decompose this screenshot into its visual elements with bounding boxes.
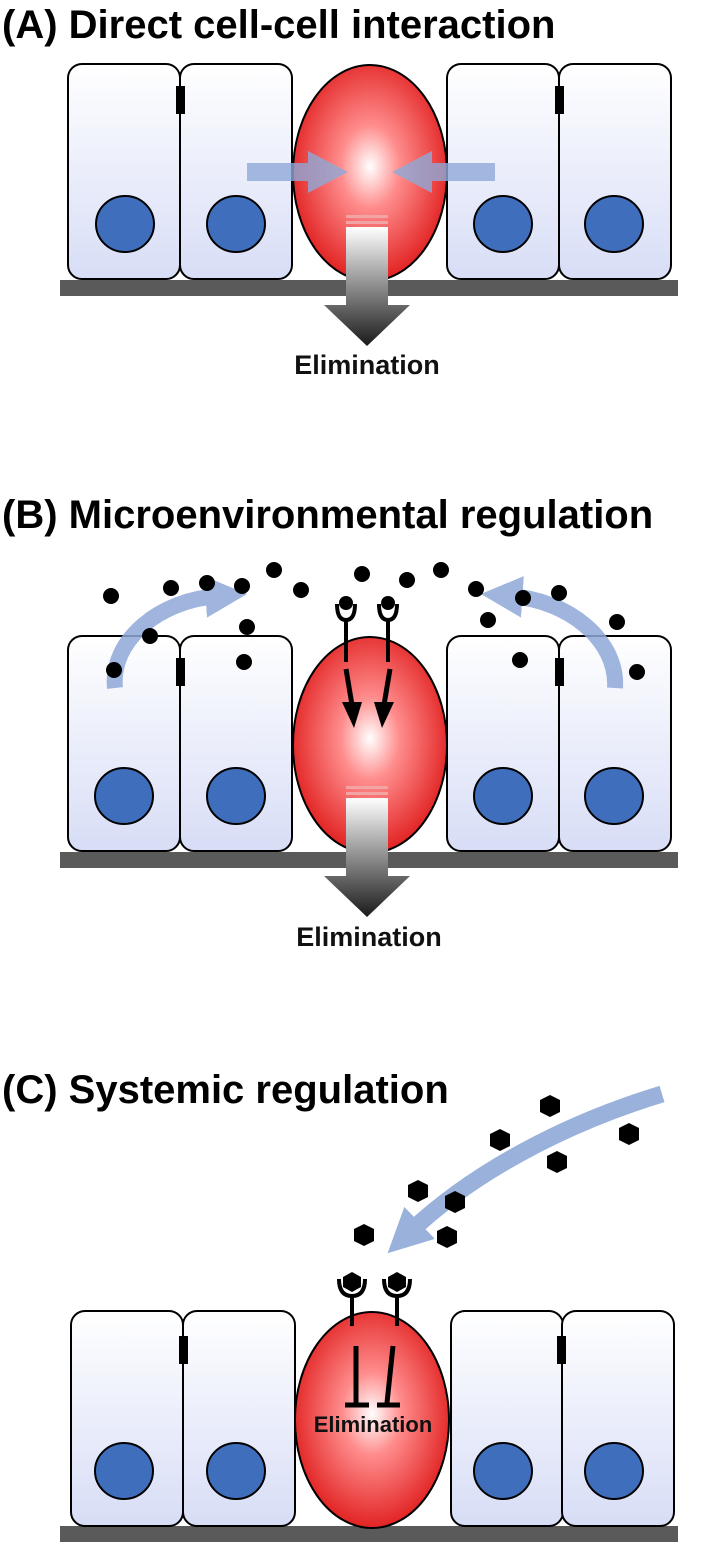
nucleus bbox=[473, 195, 533, 253]
secreted-factor bbox=[629, 664, 645, 680]
receptor bbox=[337, 1272, 367, 1326]
circulating-factor bbox=[354, 1224, 374, 1246]
secreted-factor bbox=[399, 572, 415, 588]
secreted-factor bbox=[551, 585, 567, 601]
elimination-label: Elimination bbox=[296, 922, 442, 952]
panel-b: (B) Microenvironmental regulation bbox=[2, 493, 678, 952]
elimination-label: Elimination bbox=[294, 350, 440, 380]
circulating-factor bbox=[445, 1191, 465, 1213]
secreted-factor bbox=[106, 662, 122, 678]
epithelial-cells bbox=[67, 63, 672, 280]
cell-junction bbox=[555, 86, 564, 114]
secreted-factor bbox=[266, 562, 282, 578]
nucleus bbox=[206, 195, 266, 253]
cell-junction bbox=[557, 1336, 566, 1364]
secreted-factor bbox=[103, 588, 119, 604]
panel-c-title: (C) Systemic regulation bbox=[2, 1068, 449, 1112]
secreted-factor bbox=[354, 566, 370, 582]
circulating-factor bbox=[490, 1129, 510, 1151]
secreted-factors bbox=[103, 562, 645, 680]
circulating-factors bbox=[354, 1095, 639, 1248]
receptor bbox=[335, 596, 357, 662]
nucleus bbox=[584, 767, 644, 825]
interaction-arrows bbox=[247, 151, 495, 193]
nucleus bbox=[94, 1442, 154, 1500]
circulating-factor bbox=[540, 1095, 560, 1117]
nucleus bbox=[94, 767, 154, 825]
cell-junction bbox=[179, 1336, 188, 1364]
cell-junction bbox=[555, 658, 564, 686]
signal-arrow-left bbox=[247, 151, 348, 193]
elimination-arrow bbox=[324, 215, 410, 346]
cell-junction bbox=[176, 658, 185, 686]
receptor bbox=[377, 596, 399, 662]
secreted-factor bbox=[480, 612, 496, 628]
secreted-factor bbox=[609, 614, 625, 630]
nucleus bbox=[473, 1442, 533, 1500]
receptor bbox=[382, 1272, 412, 1326]
panel-b-title: (B) Microenvironmental regulation bbox=[2, 493, 653, 537]
inhibition-symbols bbox=[345, 1345, 400, 1408]
nucleus bbox=[584, 1442, 644, 1500]
secreted-factor bbox=[142, 628, 158, 644]
secreted-factor bbox=[239, 619, 255, 635]
secreted-factor bbox=[199, 575, 215, 591]
systemic-signal-arrow bbox=[387, 1085, 665, 1254]
secreted-factor bbox=[236, 654, 252, 670]
signaling-arrows bbox=[342, 668, 394, 728]
panel-a: (A) Direct cell-cell interaction Elimina… bbox=[2, 3, 678, 380]
receptors bbox=[337, 1272, 412, 1326]
target-cell bbox=[294, 1311, 450, 1529]
circulating-factor bbox=[619, 1123, 639, 1145]
cell-junction bbox=[176, 86, 185, 114]
basement-membrane bbox=[60, 1526, 678, 1542]
elimination-label: Elimination bbox=[314, 1412, 433, 1437]
signal-arrow-right bbox=[392, 151, 495, 193]
secreted-factor bbox=[234, 578, 250, 594]
secreted-factor bbox=[512, 652, 528, 668]
secreted-factor bbox=[293, 582, 309, 598]
nucleus bbox=[95, 195, 155, 253]
epithelial-cells bbox=[70, 1310, 675, 1527]
circulating-factor bbox=[408, 1180, 428, 1202]
panel-c: (C) Systemic regulation bbox=[2, 1068, 678, 1542]
secreted-factor bbox=[433, 562, 449, 578]
secreted-factor bbox=[163, 580, 179, 596]
nucleus bbox=[206, 1442, 266, 1500]
secreted-factor bbox=[515, 590, 531, 606]
nucleus bbox=[206, 767, 266, 825]
nucleus bbox=[584, 195, 644, 253]
panel-a-title: (A) Direct cell-cell interaction bbox=[2, 3, 555, 47]
secreted-factor bbox=[468, 581, 484, 597]
nucleus bbox=[473, 767, 533, 825]
elimination-arrow bbox=[324, 786, 410, 917]
circulating-factor bbox=[547, 1151, 567, 1173]
receptors bbox=[335, 596, 399, 662]
circulating-factor bbox=[437, 1226, 457, 1248]
epithelial-cells bbox=[67, 635, 672, 852]
